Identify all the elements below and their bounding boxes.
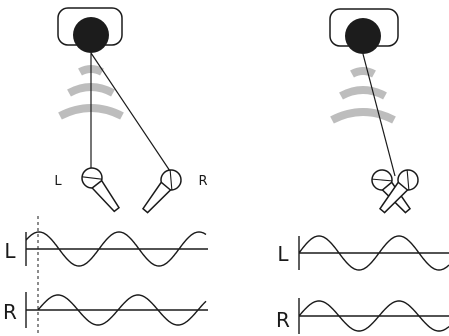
trace-left-label: L [277, 242, 289, 266]
trace-right-label: R [3, 300, 17, 324]
trace-left-label: L [4, 239, 16, 263]
spaced-pair-panel: L R L R [3, 7, 208, 336]
waveform-left [298, 235, 449, 271]
coincident-pair-panel: L R [276, 8, 449, 334]
trace-right-label: R [276, 308, 290, 332]
sound-wave-icon [330, 67, 396, 124]
microphone-icon [81, 167, 120, 213]
signal-path-right [90, 52, 173, 175]
signal-path [362, 53, 396, 177]
waveform-left [25, 231, 208, 267]
microphone-icon [141, 169, 182, 214]
speaker-icon [57, 7, 123, 53]
speaker-icon [329, 8, 399, 54]
microphone-icon [378, 169, 419, 214]
waveform-right [25, 292, 208, 328]
mic-right-label: R [198, 174, 207, 189]
waveform-right [298, 298, 449, 334]
mic-left-label: L [54, 174, 62, 189]
